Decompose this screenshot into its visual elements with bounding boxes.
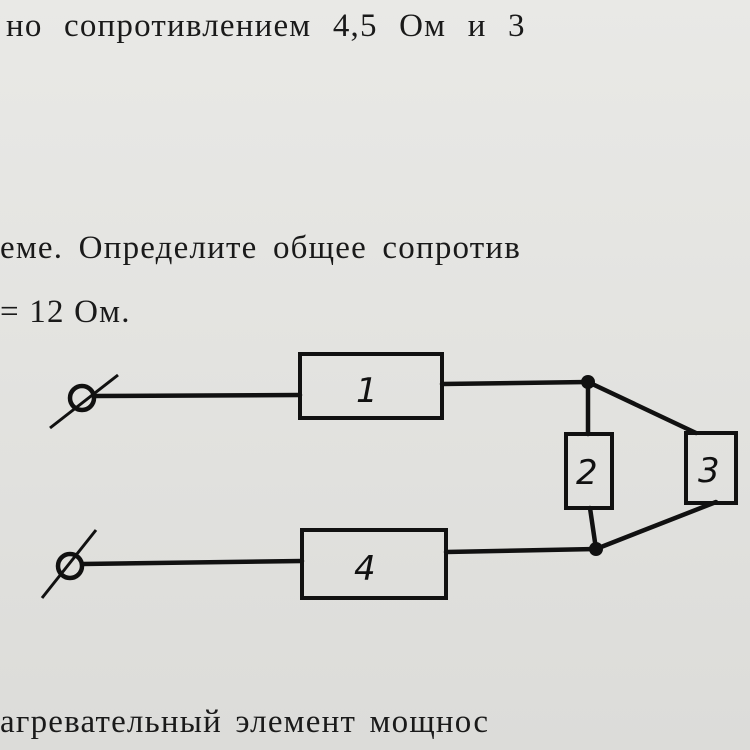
junction-bottom [589,542,603,556]
resistor-label: 1 [356,371,378,411]
problem-text-line: = 12 Ом. [0,294,131,330]
problem-text-line: но сопротивлением 4,5 Ом и 3 [6,8,526,44]
wire-to-r3-bottom [593,499,719,552]
wire-bottom [79,558,305,567]
junction-top [581,375,595,389]
wire-to-r3-top [585,379,699,436]
resistor-2: 2 [564,432,614,510]
resistor-label: 4 [354,549,376,589]
wire-top [91,392,303,399]
resistor-4: 4 [300,528,448,600]
terminal-top [49,373,119,430]
resistor-1: 1 [298,352,444,420]
resistor-3: 3 [684,431,738,505]
wire-top-right [439,379,591,387]
problem-text-line: агревательный элемент мощнос [0,704,490,740]
problem-text-line: еме. Определите общее сопротив [0,230,522,266]
resistor-label: 3 [698,451,720,491]
resistor-label: 2 [576,453,598,493]
wire-bottom-right [443,546,599,555]
